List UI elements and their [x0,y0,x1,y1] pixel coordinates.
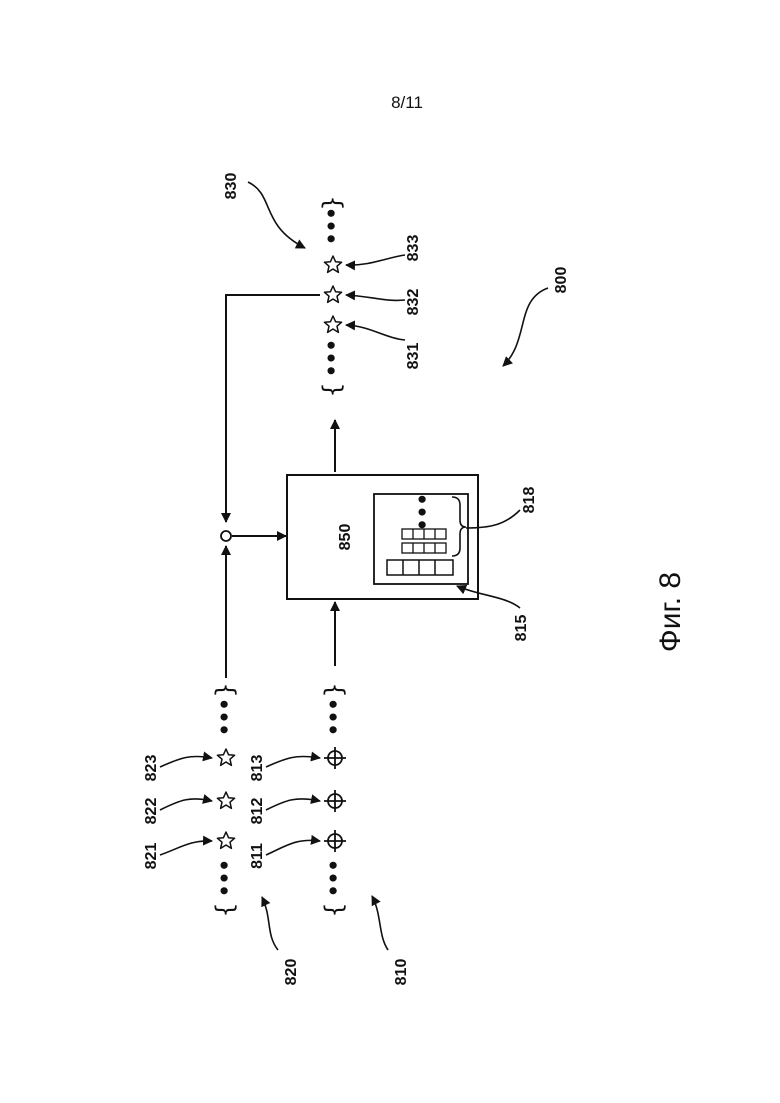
leader-800 [503,288,548,366]
label-850: 850 [337,524,354,551]
label-815: 815 [513,615,530,642]
label-820: 820 [283,959,300,986]
label-813: 813 [249,755,266,782]
ellipsis-810-end: ••• [322,698,346,736]
star-icon-831 [324,316,341,332]
brace-close-820: } [211,682,239,697]
leader-812 [266,799,320,810]
processing-block-850: 850 ••• [287,475,478,599]
label-822: 822 [143,798,160,825]
star-icon-821 [217,832,234,848]
sequence-820: { ••• ••• } [211,682,239,917]
label-810: 810 [393,959,410,986]
label-800: 800 [553,267,570,294]
leader-830 [248,182,305,248]
ellipsis-830-start: ••• [320,339,344,377]
leader-810 [372,896,388,950]
ellipsis-818: ••• [411,493,435,531]
star-icon-822 [217,792,234,808]
brace-close-830: } [318,195,346,210]
leader-811 [266,840,320,855]
leader-821 [160,841,212,855]
crosshair-circle-icon-812 [324,790,346,812]
ellipsis-830-end: ••• [320,207,344,245]
crosshair-circle-icon-813 [324,747,346,769]
star-icon-832 [324,286,341,302]
sequence-810: { ••• ••• } [320,682,348,917]
leader-823 [160,756,212,767]
label-833: 833 [405,235,422,262]
ellipsis-820-start: ••• [213,859,237,897]
label-811: 811 [249,843,266,869]
label-812: 812 [249,798,266,825]
label-832: 832 [405,289,422,316]
label-818: 818 [521,487,538,514]
brace-close-810: } [320,682,348,697]
star-icon-833 [324,256,341,272]
leader-822 [160,799,212,810]
cell-row-818-a [402,543,446,553]
figure-caption: Фиг. 8 [654,572,687,652]
page-number: 8/11 [391,93,423,112]
crosshair-circle-icon-811 [324,830,346,852]
leader-820 [262,897,278,950]
label-831: 831 [405,343,422,370]
star-icon-823 [217,749,234,765]
cell-row-815 [387,560,453,575]
leader-813 [266,756,320,767]
junction-node [221,531,231,541]
brace-open-810: { [320,902,348,917]
leader-833 [346,255,405,265]
label-823: 823 [143,755,160,782]
brace-open-830: { [318,382,346,397]
ellipsis-810-start: ••• [322,859,346,897]
label-830: 830 [223,173,240,200]
leader-831 [346,325,405,340]
brace-open-820: { [211,902,239,917]
sequence-830: { ••• ••• } [318,195,346,397]
ellipsis-820-end: ••• [213,698,237,736]
label-821: 821 [143,843,160,870]
leader-832 [346,295,405,300]
